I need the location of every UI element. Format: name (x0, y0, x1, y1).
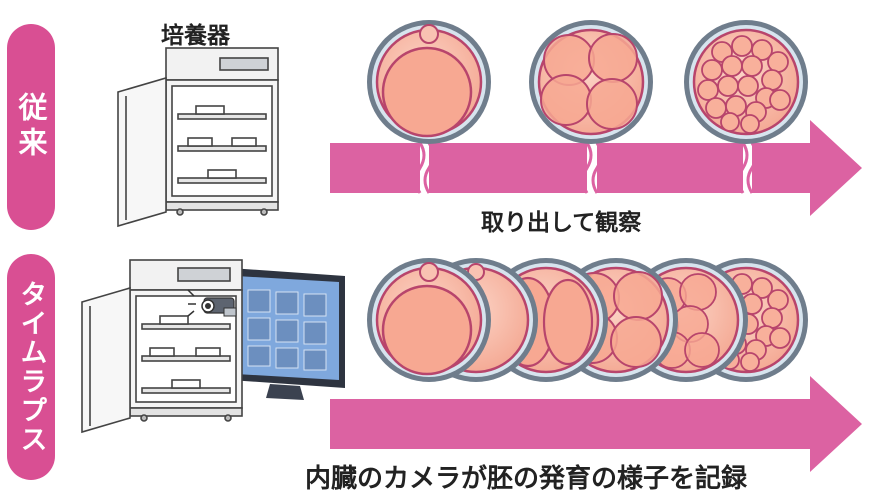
camera-icon (187, 289, 237, 317)
camera-record-label: 内臓のカメラが胚の発育の様子を記録 (305, 464, 748, 494)
embryo-icon (529, 20, 653, 144)
timelapse-arrow (330, 376, 862, 472)
timelapse-label: タイムラプス (15, 280, 47, 454)
timelapse-pill: タイムラプス (7, 254, 55, 480)
monitor-icon (230, 268, 345, 400)
incubator-icon (81, 259, 243, 434)
takeout-observe-label: 取り出して観察 (481, 210, 642, 236)
incubator-icon (117, 47, 279, 228)
conventional-label: 従来 (14, 92, 48, 162)
conventional-arrow (330, 120, 862, 216)
conventional-pill: 従来 (7, 24, 55, 230)
incubator-label: 培養器 (161, 23, 230, 49)
arrow-break-marks (414, 142, 758, 194)
embryo-icon (684, 20, 808, 144)
embryo-icon (367, 258, 491, 382)
embryo-icon (367, 20, 491, 144)
